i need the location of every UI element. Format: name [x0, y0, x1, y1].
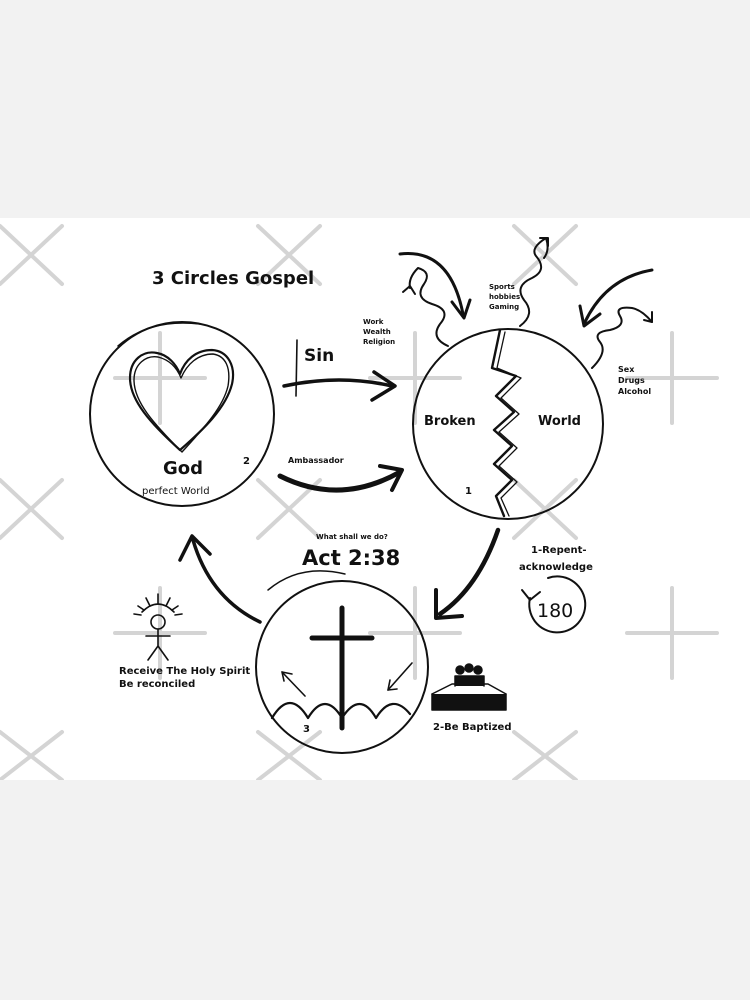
temptation-gaming: Gaming [489, 303, 520, 311]
broken-circle-number: 1 [465, 486, 472, 497]
temptations-top: Sports hobbies Gaming [489, 282, 520, 312]
waves-icon [270, 701, 412, 720]
heart-icon [128, 348, 235, 453]
watermark-plus-icon [113, 586, 207, 680]
turn-number: 180 [537, 600, 574, 622]
watermark-plus-icon [625, 586, 719, 680]
temptation-sports: Sports [489, 283, 515, 291]
watermark-x-icon [256, 224, 322, 286]
rotate-180-icon [521, 575, 587, 634]
temptation-alcohol: Alcohol [618, 387, 652, 396]
temptation-hobbies: hobbies [489, 293, 521, 301]
temptations-left: Work Wealth Religion [363, 317, 395, 347]
diagram-sheet: 3 Circles Gospel God perfect World 2 Bro… [0, 218, 750, 780]
repent-line2: acknowledge [519, 562, 593, 573]
world-label: World [538, 414, 581, 429]
god-label: God [163, 458, 204, 479]
broken-world-circle [412, 328, 604, 520]
watermark-x-icon [512, 478, 578, 540]
temptations-right: Sex Drugs Alcohol [618, 364, 651, 397]
repent-line1: 1-Repent- [531, 545, 587, 556]
temptation-wealth: Wealth [363, 328, 391, 336]
cross-circle-number: 3 [303, 724, 310, 735]
small-arrow-icon [281, 671, 306, 697]
reconcile-arrow [178, 534, 262, 624]
baptized-label: 2-Be Baptized [433, 722, 512, 733]
watermark-plus-icon [625, 331, 719, 425]
watermark-x-icon [256, 478, 322, 540]
temptation-drugs: Drugs [618, 376, 645, 385]
watermark-layer [0, 224, 719, 780]
diagram-art [89, 237, 654, 754]
watermark-x-icon [0, 730, 64, 780]
small-arrow-icon [387, 662, 413, 691]
watermark-x-icon [0, 224, 64, 286]
temptation-work: Work [363, 318, 384, 326]
curved-arrow-top-left [398, 252, 472, 320]
sin-label: Sin [304, 346, 335, 366]
spirit-line1: Receive The Holy Spirit [119, 666, 251, 677]
watermark-x-icon [0, 478, 64, 540]
squiggle-arrow-sports [519, 237, 549, 327]
diagram-title: 3 Circles Gospel [152, 268, 315, 289]
god-circle [89, 321, 275, 507]
watermark-x-icon [256, 730, 322, 780]
broken-label: Broken [424, 414, 476, 429]
watermark-plus-icon [368, 586, 462, 680]
watermark-x-icon [512, 730, 578, 780]
holy-spirit-figure-icon [133, 593, 183, 661]
act-reference: Act 2:38 [302, 546, 401, 570]
act-question: What shall we do? [316, 533, 388, 541]
cross-icon [309, 605, 375, 731]
temptation-sex: Sex [618, 365, 635, 374]
repent-arrow [434, 527, 501, 620]
ambassador-arrow [277, 464, 404, 493]
cross-circle [255, 570, 429, 754]
god-sublabel: perfect World [142, 486, 210, 497]
baptism-icon [431, 663, 507, 711]
ambassador-label: Ambassador [288, 456, 344, 465]
squiggle-arrow-sex [591, 306, 653, 369]
squiggle-arrow-work [402, 267, 449, 347]
spirit-line2: Be reconciled [119, 679, 196, 690]
sin-arrow [282, 339, 397, 402]
god-circle-number: 2 [243, 456, 250, 467]
temptation-religion: Religion [363, 338, 396, 346]
curved-arrow-top-right [578, 268, 654, 328]
